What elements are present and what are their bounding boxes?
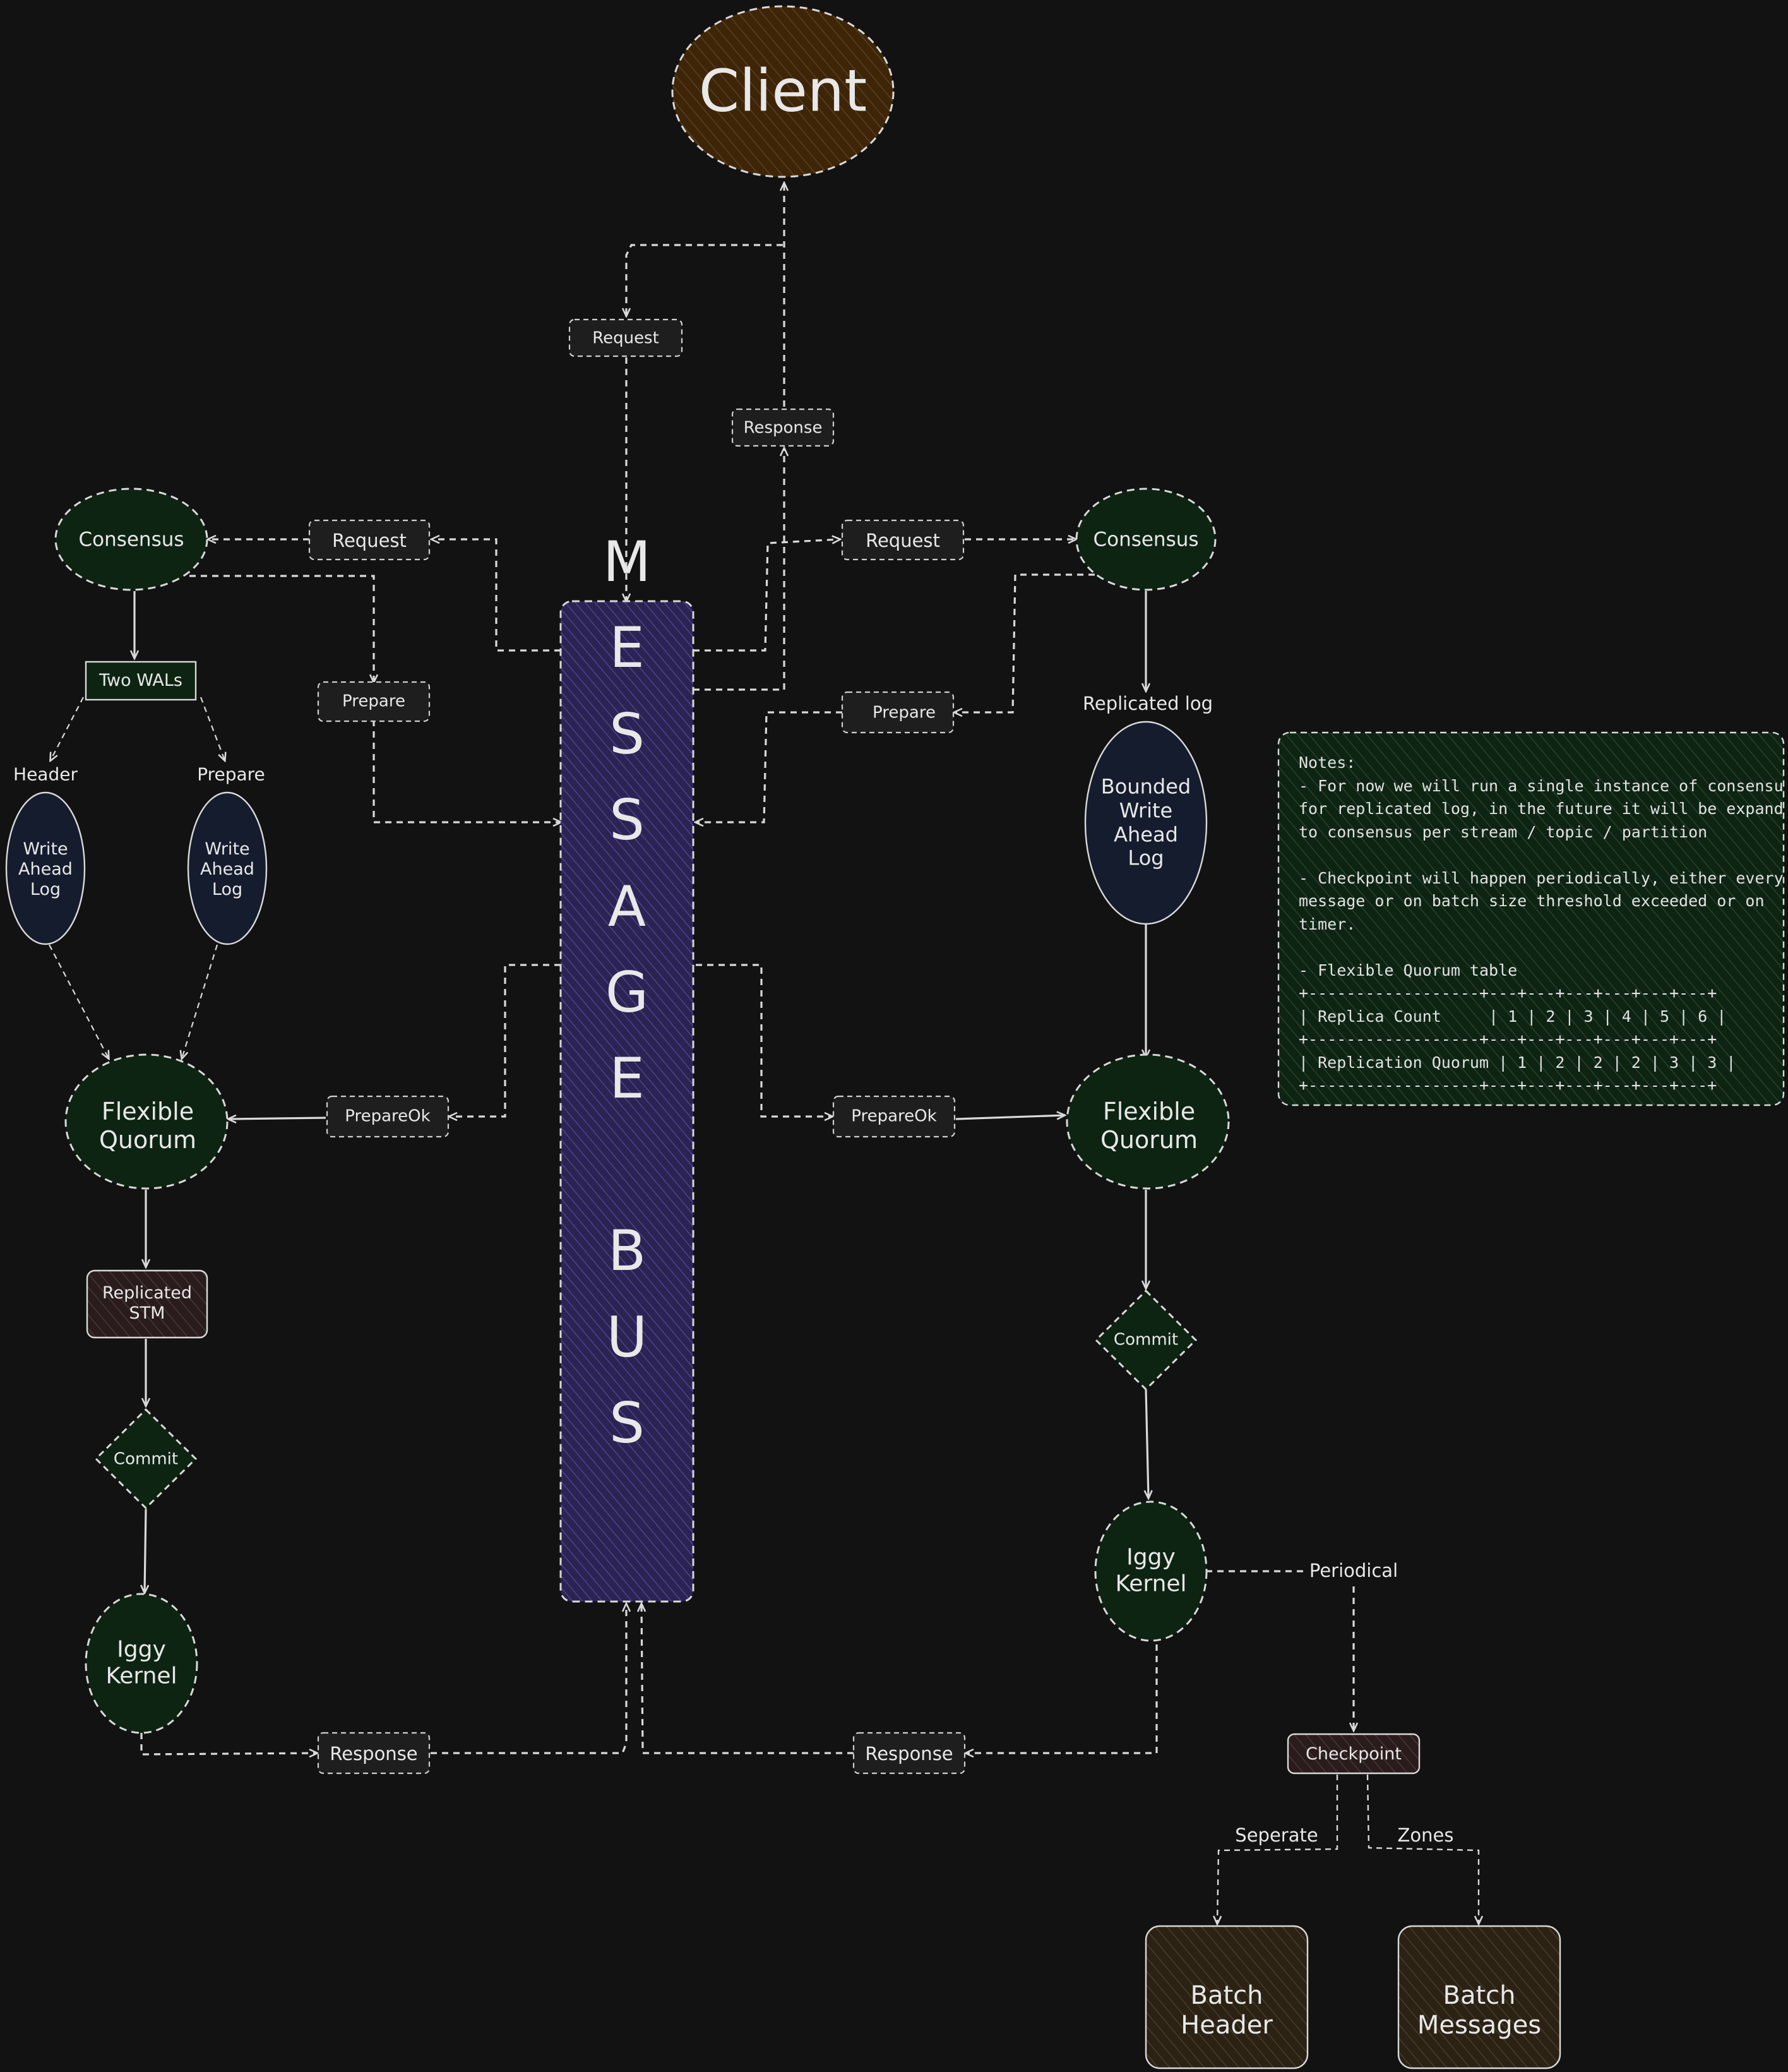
edge-walheader-quorum [49, 944, 109, 1058]
wal-prepare-node [187, 791, 268, 945]
two-wals-node [85, 661, 197, 701]
edge-right-response-a [966, 1644, 1158, 1753]
edge-left-response-a [140, 1733, 317, 1754]
bounded-wal-node [1084, 721, 1208, 925]
edge-left-response-b [431, 1604, 626, 1754]
edge-twowals-prepare [200, 697, 225, 760]
client-response-box [731, 408, 835, 447]
wal-header-node [5, 791, 86, 945]
right-consensus-node [1075, 488, 1217, 591]
edge-right-response-b [641, 1604, 854, 1754]
left-consensus-node [54, 488, 208, 591]
right-prepare-box [841, 691, 955, 734]
left-prepare-box [317, 681, 431, 722]
edge-right-request-a [693, 539, 840, 652]
right-request-box [841, 519, 965, 561]
notes-text: Notes: - For now we will run a single in… [1299, 753, 1784, 1094]
edge-left-prepareok-b [229, 1118, 326, 1119]
left-request-box [308, 519, 431, 561]
edge-right-prepare-a [955, 573, 1095, 712]
left-response-box [317, 1732, 431, 1775]
edge-twowals-header [51, 697, 84, 760]
left-flexible-quorum-node [64, 1053, 229, 1190]
edge-client-request-a [626, 244, 783, 316]
right-iggy-kernel-node [1094, 1500, 1208, 1642]
edge-left-prepare-b [372, 720, 561, 822]
client-request-box [568, 318, 683, 357]
edge-label-boxes [308, 318, 966, 1775]
left-iggy-kernel-node [85, 1593, 198, 1734]
edges [49, 183, 1479, 1924]
left-commit-node [94, 1408, 198, 1510]
right-flexible-quorum-node [1066, 1053, 1230, 1190]
edge-left-prepare-a [189, 575, 374, 682]
edge-checkpoint-seperate [1217, 1775, 1338, 1924]
left-prepareok-box [326, 1095, 450, 1138]
edge-left-request-a [432, 539, 561, 652]
edge-right-commit-kernel [1146, 1389, 1148, 1498]
right-prepareok-box [832, 1095, 956, 1138]
right-commit-node [1094, 1289, 1198, 1391]
right-response-box [852, 1732, 966, 1775]
edge-right-prepareok-a [696, 964, 832, 1117]
edge-left-prepareok-a [450, 964, 561, 1117]
edge-left-commit-kernel [145, 1509, 146, 1593]
edge-checkpoint-zones [1366, 1774, 1479, 1924]
edge-right-prepare-b [696, 711, 842, 822]
edge-right-prepareok-b [955, 1115, 1064, 1120]
nodes [5, 5, 1785, 2069]
edge-walprepare-quorum [182, 944, 218, 1058]
